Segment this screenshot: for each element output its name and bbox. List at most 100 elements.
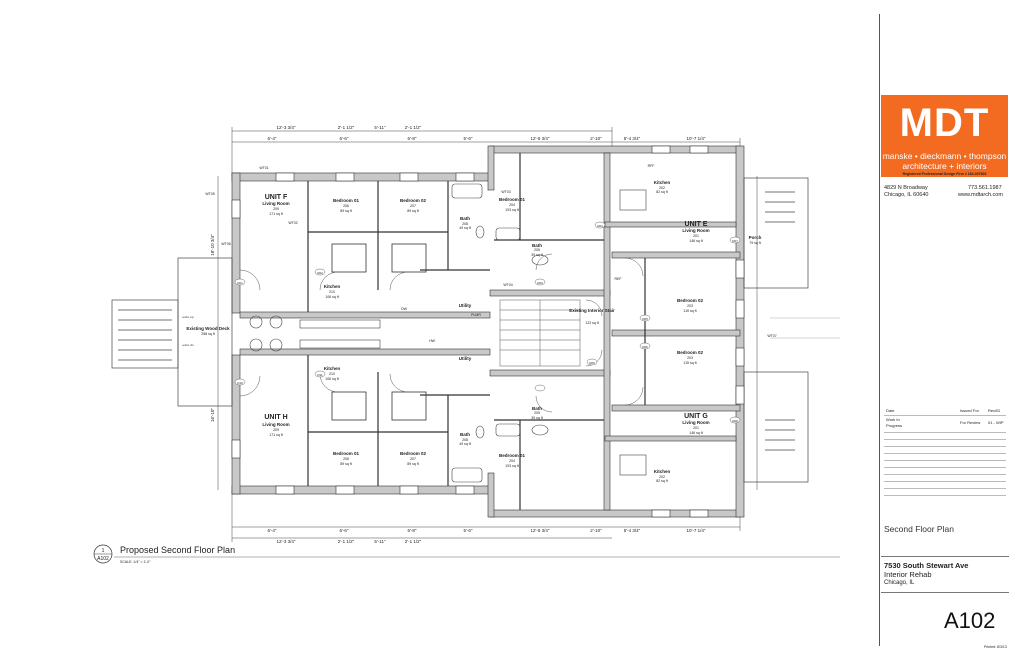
dim-label: 6'-4" bbox=[268, 136, 277, 141]
office-phone: 773.561.1987 bbox=[968, 185, 1002, 191]
dim-label: 2'-1 1/2" bbox=[405, 125, 422, 130]
room-name: Bedroom 01 bbox=[333, 198, 360, 203]
room-number: 204 bbox=[509, 459, 515, 463]
door-tag: D07 bbox=[732, 239, 738, 243]
logo-tagline-1: manske • dieckmann • thompson bbox=[882, 151, 1007, 161]
issue-header-date: Date bbox=[886, 408, 895, 413]
room-name: Bath bbox=[460, 432, 470, 437]
kitchen-counter bbox=[619, 454, 647, 476]
office-address: 4829 N Broadway bbox=[884, 185, 928, 191]
bathtub bbox=[451, 467, 483, 483]
issue-rev: 01 - WIP bbox=[988, 420, 1004, 425]
wall-segment bbox=[487, 472, 495, 518]
firm-logo: MDT manske • dieckmann • thompson archit… bbox=[881, 95, 1008, 177]
stair-wall-south bbox=[489, 369, 611, 377]
dim-label: 5'-4 3/4" bbox=[624, 528, 641, 533]
dim-label: 12'-3 3/4" bbox=[277, 125, 296, 130]
room-number: 206 bbox=[343, 204, 349, 208]
callout-sheet: A102 bbox=[97, 556, 109, 562]
dim-label: 5'-6" bbox=[464, 528, 473, 533]
room-area: 49 sq ft bbox=[459, 226, 471, 230]
door-tag: D04 bbox=[597, 224, 603, 228]
dim-label: 6'-6" bbox=[340, 136, 349, 141]
kitchen-counter bbox=[299, 319, 381, 329]
window-tag: WT05 bbox=[205, 192, 214, 196]
office-web: www.mdtarch.com bbox=[958, 192, 1003, 198]
room-area: 79 sq ft bbox=[749, 241, 761, 245]
room-number: 206 bbox=[343, 457, 349, 461]
kitchen-counter bbox=[619, 189, 647, 211]
dim-label: 12'-5 3/4" bbox=[531, 528, 550, 533]
room-name: Bedroom 02 bbox=[400, 451, 427, 456]
room-number: 204 bbox=[509, 203, 515, 207]
room-name: Utility bbox=[459, 303, 472, 308]
room-area: 171 sq ft bbox=[269, 433, 282, 437]
bathtub bbox=[451, 183, 483, 199]
office-city: Chicago, IL 60640 bbox=[884, 192, 929, 198]
room-area: 123 sq ft bbox=[585, 321, 598, 325]
room-area: 39 sq ft bbox=[531, 253, 543, 257]
room-area: 39 sq ft bbox=[531, 416, 543, 420]
dim-label: 18'-10 3/4" bbox=[210, 234, 215, 256]
room-number: 201 bbox=[693, 426, 699, 430]
room-name: Existing Wood Deck bbox=[186, 326, 230, 331]
room-area: 106 sq ft bbox=[325, 295, 338, 299]
window-tag: WT02 bbox=[288, 221, 297, 225]
room-name: Bedroom 02 bbox=[677, 350, 704, 355]
room-name: Bath bbox=[460, 216, 470, 221]
callout-number: 1 bbox=[102, 548, 105, 554]
drawing-scale: SCALE: 1/4" = 1'-0" bbox=[120, 560, 151, 564]
room-name: Kitchen bbox=[654, 469, 671, 474]
dim-label: 2'-10" bbox=[590, 528, 602, 533]
sink bbox=[531, 254, 549, 266]
issue-header-issued-for: Issued For bbox=[960, 408, 979, 413]
unit-label: UNIT E bbox=[685, 221, 708, 228]
room-name: Existing Interior Stair bbox=[569, 308, 615, 313]
dim-label: 5'-4 3/4" bbox=[624, 136, 641, 141]
room-number: 205 bbox=[534, 411, 540, 415]
room-area: 89 sq ft bbox=[340, 209, 352, 213]
dim-label: 6'-8" bbox=[408, 528, 417, 533]
interior-stair bbox=[499, 299, 581, 367]
room-number: 208 bbox=[462, 438, 468, 442]
room-area: 115 sq ft bbox=[683, 309, 696, 313]
room-area: 115 sq ft bbox=[683, 361, 696, 365]
room-number: 205 bbox=[534, 248, 540, 252]
issue-issued-for: For Review bbox=[960, 420, 981, 425]
room-name: Living Room bbox=[682, 228, 709, 233]
misc-label: HW bbox=[429, 339, 436, 343]
room-area: 106 sq ft bbox=[325, 377, 338, 381]
porch-north bbox=[743, 177, 809, 289]
room-name: Living Room bbox=[682, 420, 709, 425]
misc-label: REF bbox=[615, 277, 622, 281]
misc-label: DW bbox=[401, 307, 408, 311]
room-number: 207 bbox=[410, 457, 416, 461]
window-tag: WT04 bbox=[503, 283, 512, 287]
logo-registration: Registered Professional Design Firm # 18… bbox=[902, 172, 987, 176]
porch-south bbox=[743, 371, 809, 483]
door-tag: D10 bbox=[237, 381, 243, 385]
exterior-wall-west-lower bbox=[231, 354, 241, 495]
room-number: 203 bbox=[687, 356, 693, 360]
room-number: 202 bbox=[659, 186, 665, 190]
room-number: 210 bbox=[329, 372, 335, 376]
door-tag: D06 bbox=[642, 345, 648, 349]
room-number: 202 bbox=[659, 475, 665, 479]
issue-table: Date Issued For Rev/ID Work In Progress … bbox=[884, 405, 1006, 505]
corridor-wall-north bbox=[239, 311, 491, 319]
room-name: Porch bbox=[749, 235, 762, 240]
room-name: Bedroom 01 bbox=[333, 451, 360, 456]
room-name: Kitchen bbox=[324, 284, 341, 289]
door-tag: D03 bbox=[537, 281, 543, 285]
dim-label: 5'-11" bbox=[374, 539, 386, 544]
logo-tagline-2: architecture + interiors bbox=[902, 161, 987, 171]
sheet-title: Second Floor Plan bbox=[884, 524, 954, 534]
stair-wall-north bbox=[489, 289, 611, 297]
bathtub bbox=[495, 423, 521, 437]
stair-direction-label: exist. dn bbox=[182, 343, 194, 347]
interior-wall bbox=[611, 329, 741, 337]
door-tag: D02 bbox=[317, 271, 323, 275]
project-city: Chicago, IL bbox=[884, 580, 915, 586]
unit-label: UNIT H bbox=[264, 414, 287, 421]
dim-label: 6'-6" bbox=[340, 528, 349, 533]
